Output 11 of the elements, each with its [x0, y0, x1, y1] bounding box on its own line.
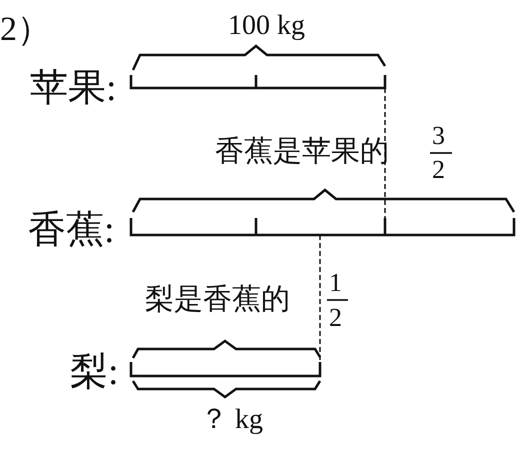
fraction-denominator: 2 [329, 305, 342, 331]
row-label: 苹果: [30, 69, 117, 107]
quantity-label: 100 kg [228, 12, 305, 40]
fraction-numerator: 1 [329, 270, 342, 296]
fraction-denominator: 2 [432, 157, 445, 183]
row-label: 香蕉: [28, 211, 115, 249]
problem-number: 2） [0, 13, 51, 47]
quantity-label: ？ kg [200, 406, 263, 434]
fraction-numerator: 3 [432, 123, 445, 149]
row-label: 梨: [70, 353, 119, 391]
comparison-text: 梨是香蕉的 [145, 286, 290, 314]
